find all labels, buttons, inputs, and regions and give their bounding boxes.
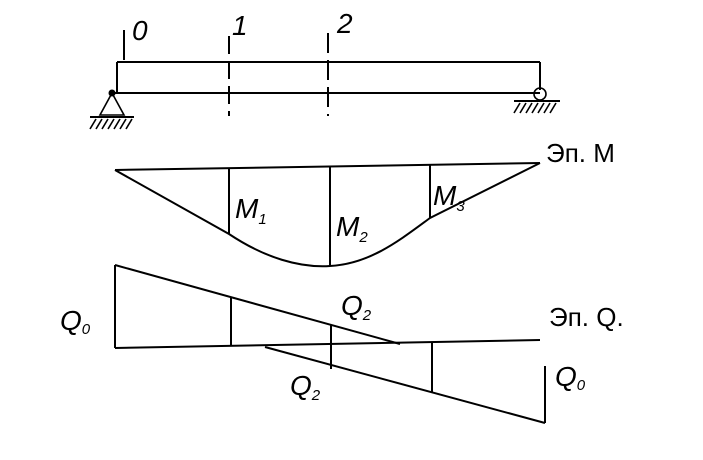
moment-curve	[114, 162, 541, 268]
pin-support-triangle	[98, 92, 126, 116]
moment-baseline	[114, 162, 541, 171]
shear-diagram: Эп. Q. Q0 Q2 Q2 Q0	[60, 264, 624, 424]
moment-label-m2: M2	[336, 211, 368, 246]
beam: 0 1 2	[112, 8, 541, 116]
pin-support-left	[89, 89, 134, 130]
section-label-2: 2	[336, 8, 353, 39]
shear-baseline	[114, 339, 541, 349]
section-label-1: 1	[232, 10, 248, 41]
moment-diagram-title: Эп. M	[546, 138, 615, 168]
shear-positive-slope	[114, 264, 401, 345]
pin-support-hatching	[89, 118, 133, 130]
moment-label-m1: M1	[235, 193, 267, 228]
moment-diagram: Эп. M M1 M2 M3	[114, 138, 615, 268]
shear-diagram-title: Эп. Q.	[549, 302, 624, 332]
shear-negative-slope	[264, 346, 546, 424]
shear-label-q2-lower: Q2	[290, 370, 321, 404]
shear-label-q0-left: Q0	[60, 305, 91, 338]
shear-label-q0-right: Q0	[555, 361, 586, 394]
roller-support-hatching	[513, 102, 557, 114]
roller-support-right	[513, 87, 560, 114]
moment-label-m3: M3	[433, 180, 465, 215]
shear-label-q2-upper: Q2	[341, 290, 372, 324]
section-label-0: 0	[132, 15, 148, 46]
